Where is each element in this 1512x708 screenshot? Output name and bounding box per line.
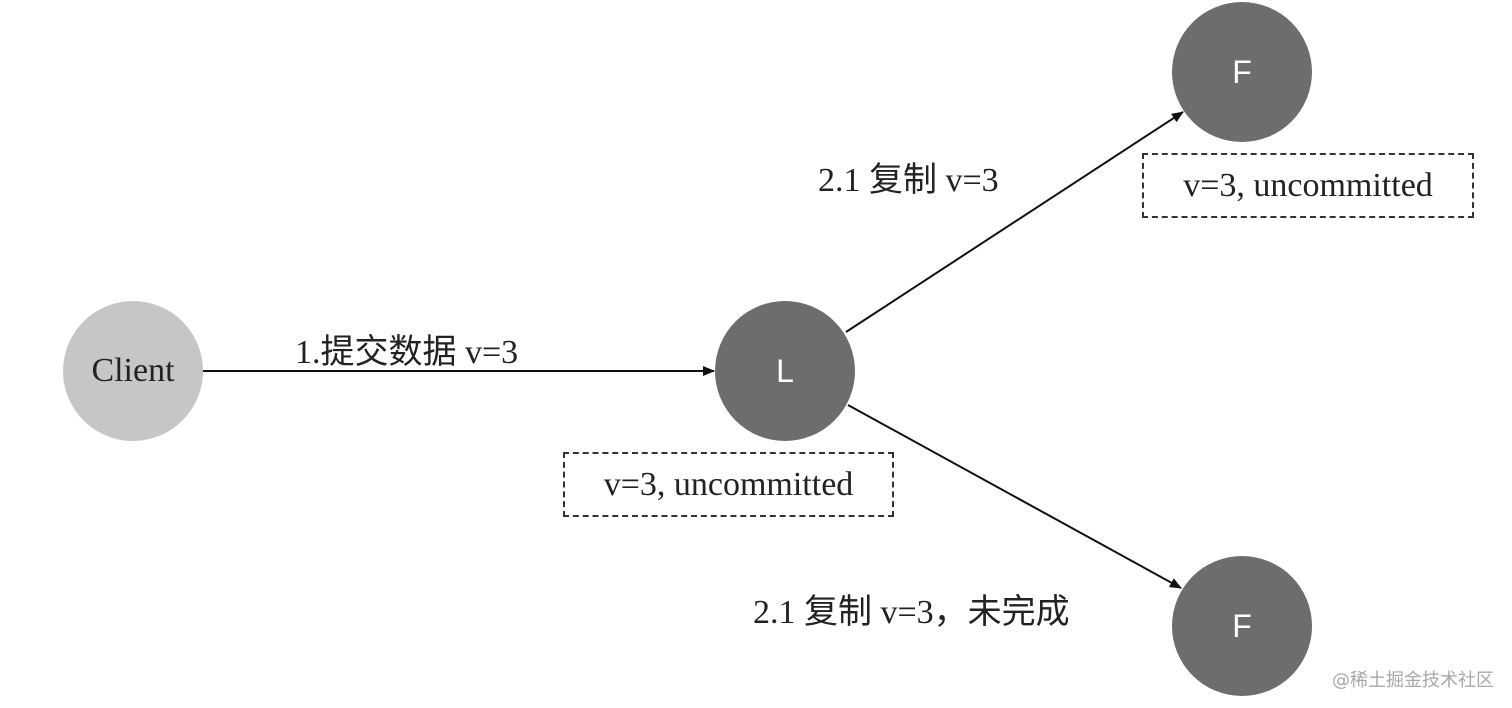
leader-node: L [715,301,855,441]
follower-top-label: F [1232,53,1252,90]
client-node: Client [63,301,203,441]
follower-node-top: F [1172,2,1312,142]
follower-node-bottom: F [1172,556,1312,696]
leader-node-label: L [776,352,794,389]
follower-bottom-label: F [1232,607,1252,644]
follower-top-state-box: v=3, uncommitted [1142,153,1474,218]
client-node-label: Client [91,352,175,389]
arrow-leader-to-follower-top [845,111,1184,333]
arrow-leader-to-follower-bottom [847,404,1182,589]
edge-label-replicate-bottom: 2.1 复制 v=3，未完成 [753,594,1070,631]
watermark: @稀土掘金技术社区 [1332,670,1494,691]
edge-label-replicate-top: 2.1 复制 v=3 [818,162,999,199]
leader-state-box: v=3, uncommitted [563,452,894,517]
edge-label-submit: 1.提交数据 v=3 [295,334,519,371]
